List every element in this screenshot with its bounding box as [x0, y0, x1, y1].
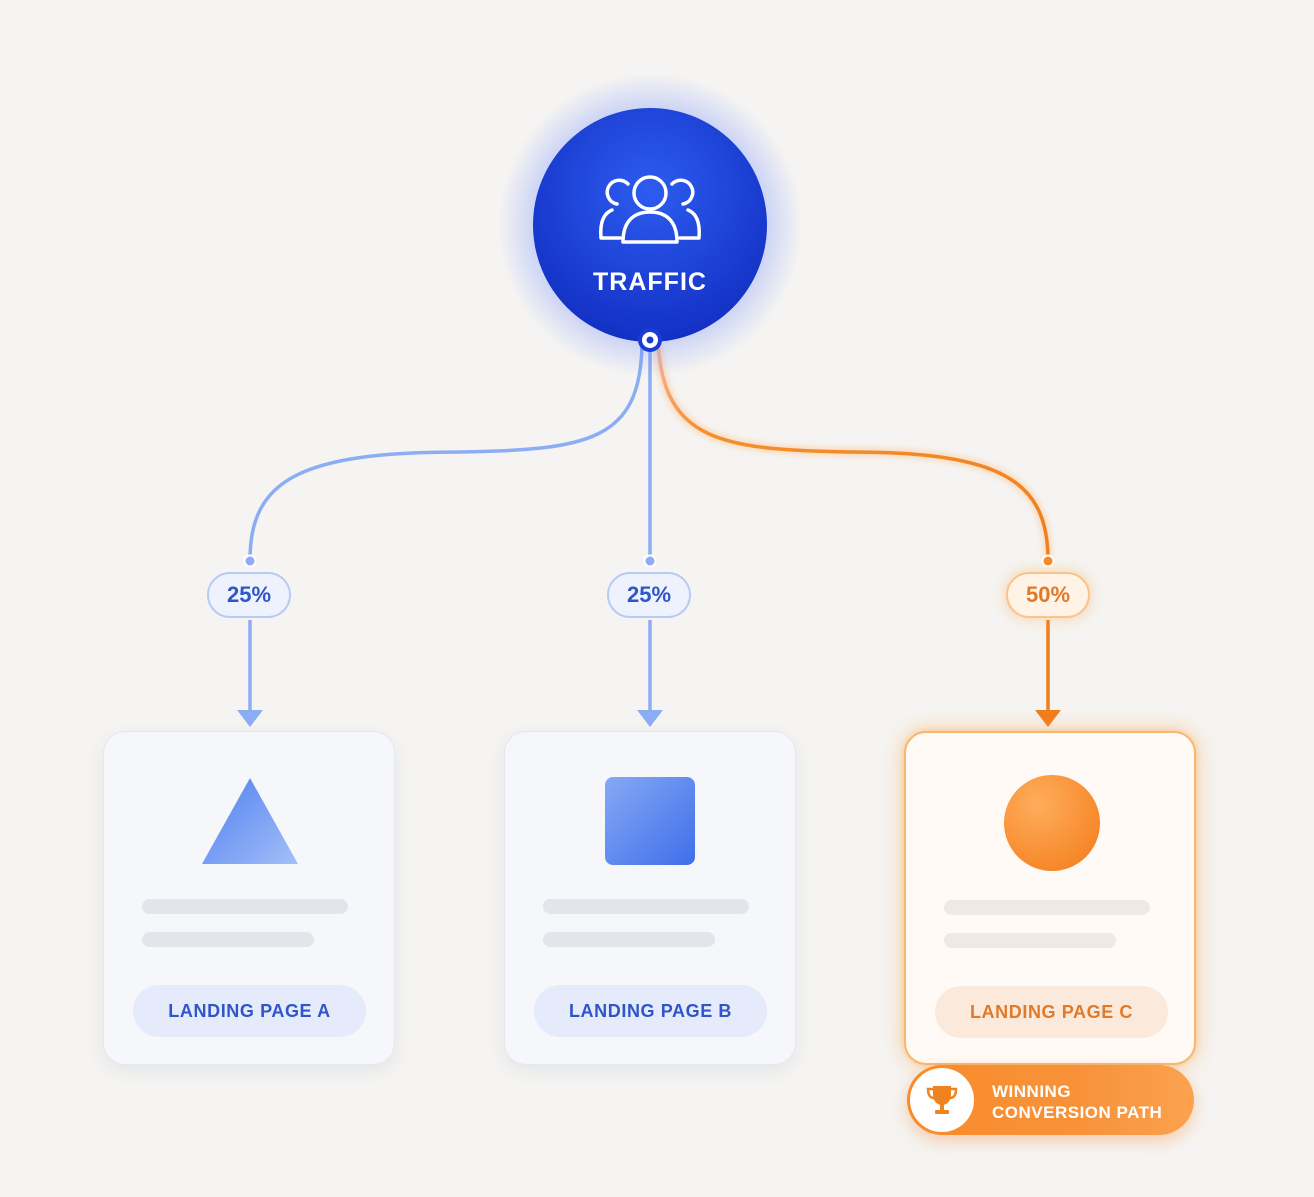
junction-dot-b — [643, 554, 657, 568]
triangle-icon — [202, 778, 298, 864]
landing-page-label: LANDING PAGE A — [133, 985, 366, 1037]
arrowhead-b — [637, 710, 663, 727]
landing-page-card-b[interactable]: LANDING PAGE B — [504, 731, 796, 1065]
square-icon — [605, 777, 695, 865]
split-percent-b: 25% — [607, 572, 691, 618]
traffic-label: TRAFFIC — [593, 268, 707, 296]
badge-text: WINNING CONVERSION PATH — [992, 1081, 1162, 1123]
traffic-output-port-core — [646, 336, 654, 344]
badge-line-1: WINNING — [992, 1082, 1072, 1101]
junction-dot-c — [1041, 554, 1055, 568]
placeholder-line — [142, 899, 348, 914]
connector-to-page-a — [248, 343, 644, 562]
placeholder-line — [944, 900, 1150, 915]
traffic-node — [533, 108, 767, 342]
landing-page-label: LANDING PAGE B — [534, 985, 767, 1037]
connector-to-page-c — [656, 343, 1050, 562]
trophy-icon — [910, 1068, 974, 1132]
users-group-icon — [599, 175, 701, 244]
arrowhead-a — [237, 710, 263, 727]
landing-page-card-a[interactable]: LANDING PAGE A — [103, 731, 395, 1065]
placeholder-line — [142, 932, 314, 947]
placeholder-line — [543, 932, 715, 947]
winning-path-badge: WINNING CONVERSION PATH — [907, 1065, 1194, 1135]
landing-page-card-c[interactable]: LANDING PAGE C — [904, 731, 1196, 1065]
split-percent-a: 25% — [207, 572, 291, 618]
placeholder-line — [543, 899, 749, 914]
badge-line-2: CONVERSION PATH — [992, 1103, 1163, 1122]
circle-icon — [1004, 775, 1100, 871]
placeholder-line — [944, 933, 1116, 948]
landing-page-label: LANDING PAGE C — [935, 986, 1168, 1038]
split-percent-c: 50% — [1006, 572, 1090, 618]
junction-dot-a — [243, 554, 257, 568]
arrowhead-c — [1035, 710, 1061, 727]
